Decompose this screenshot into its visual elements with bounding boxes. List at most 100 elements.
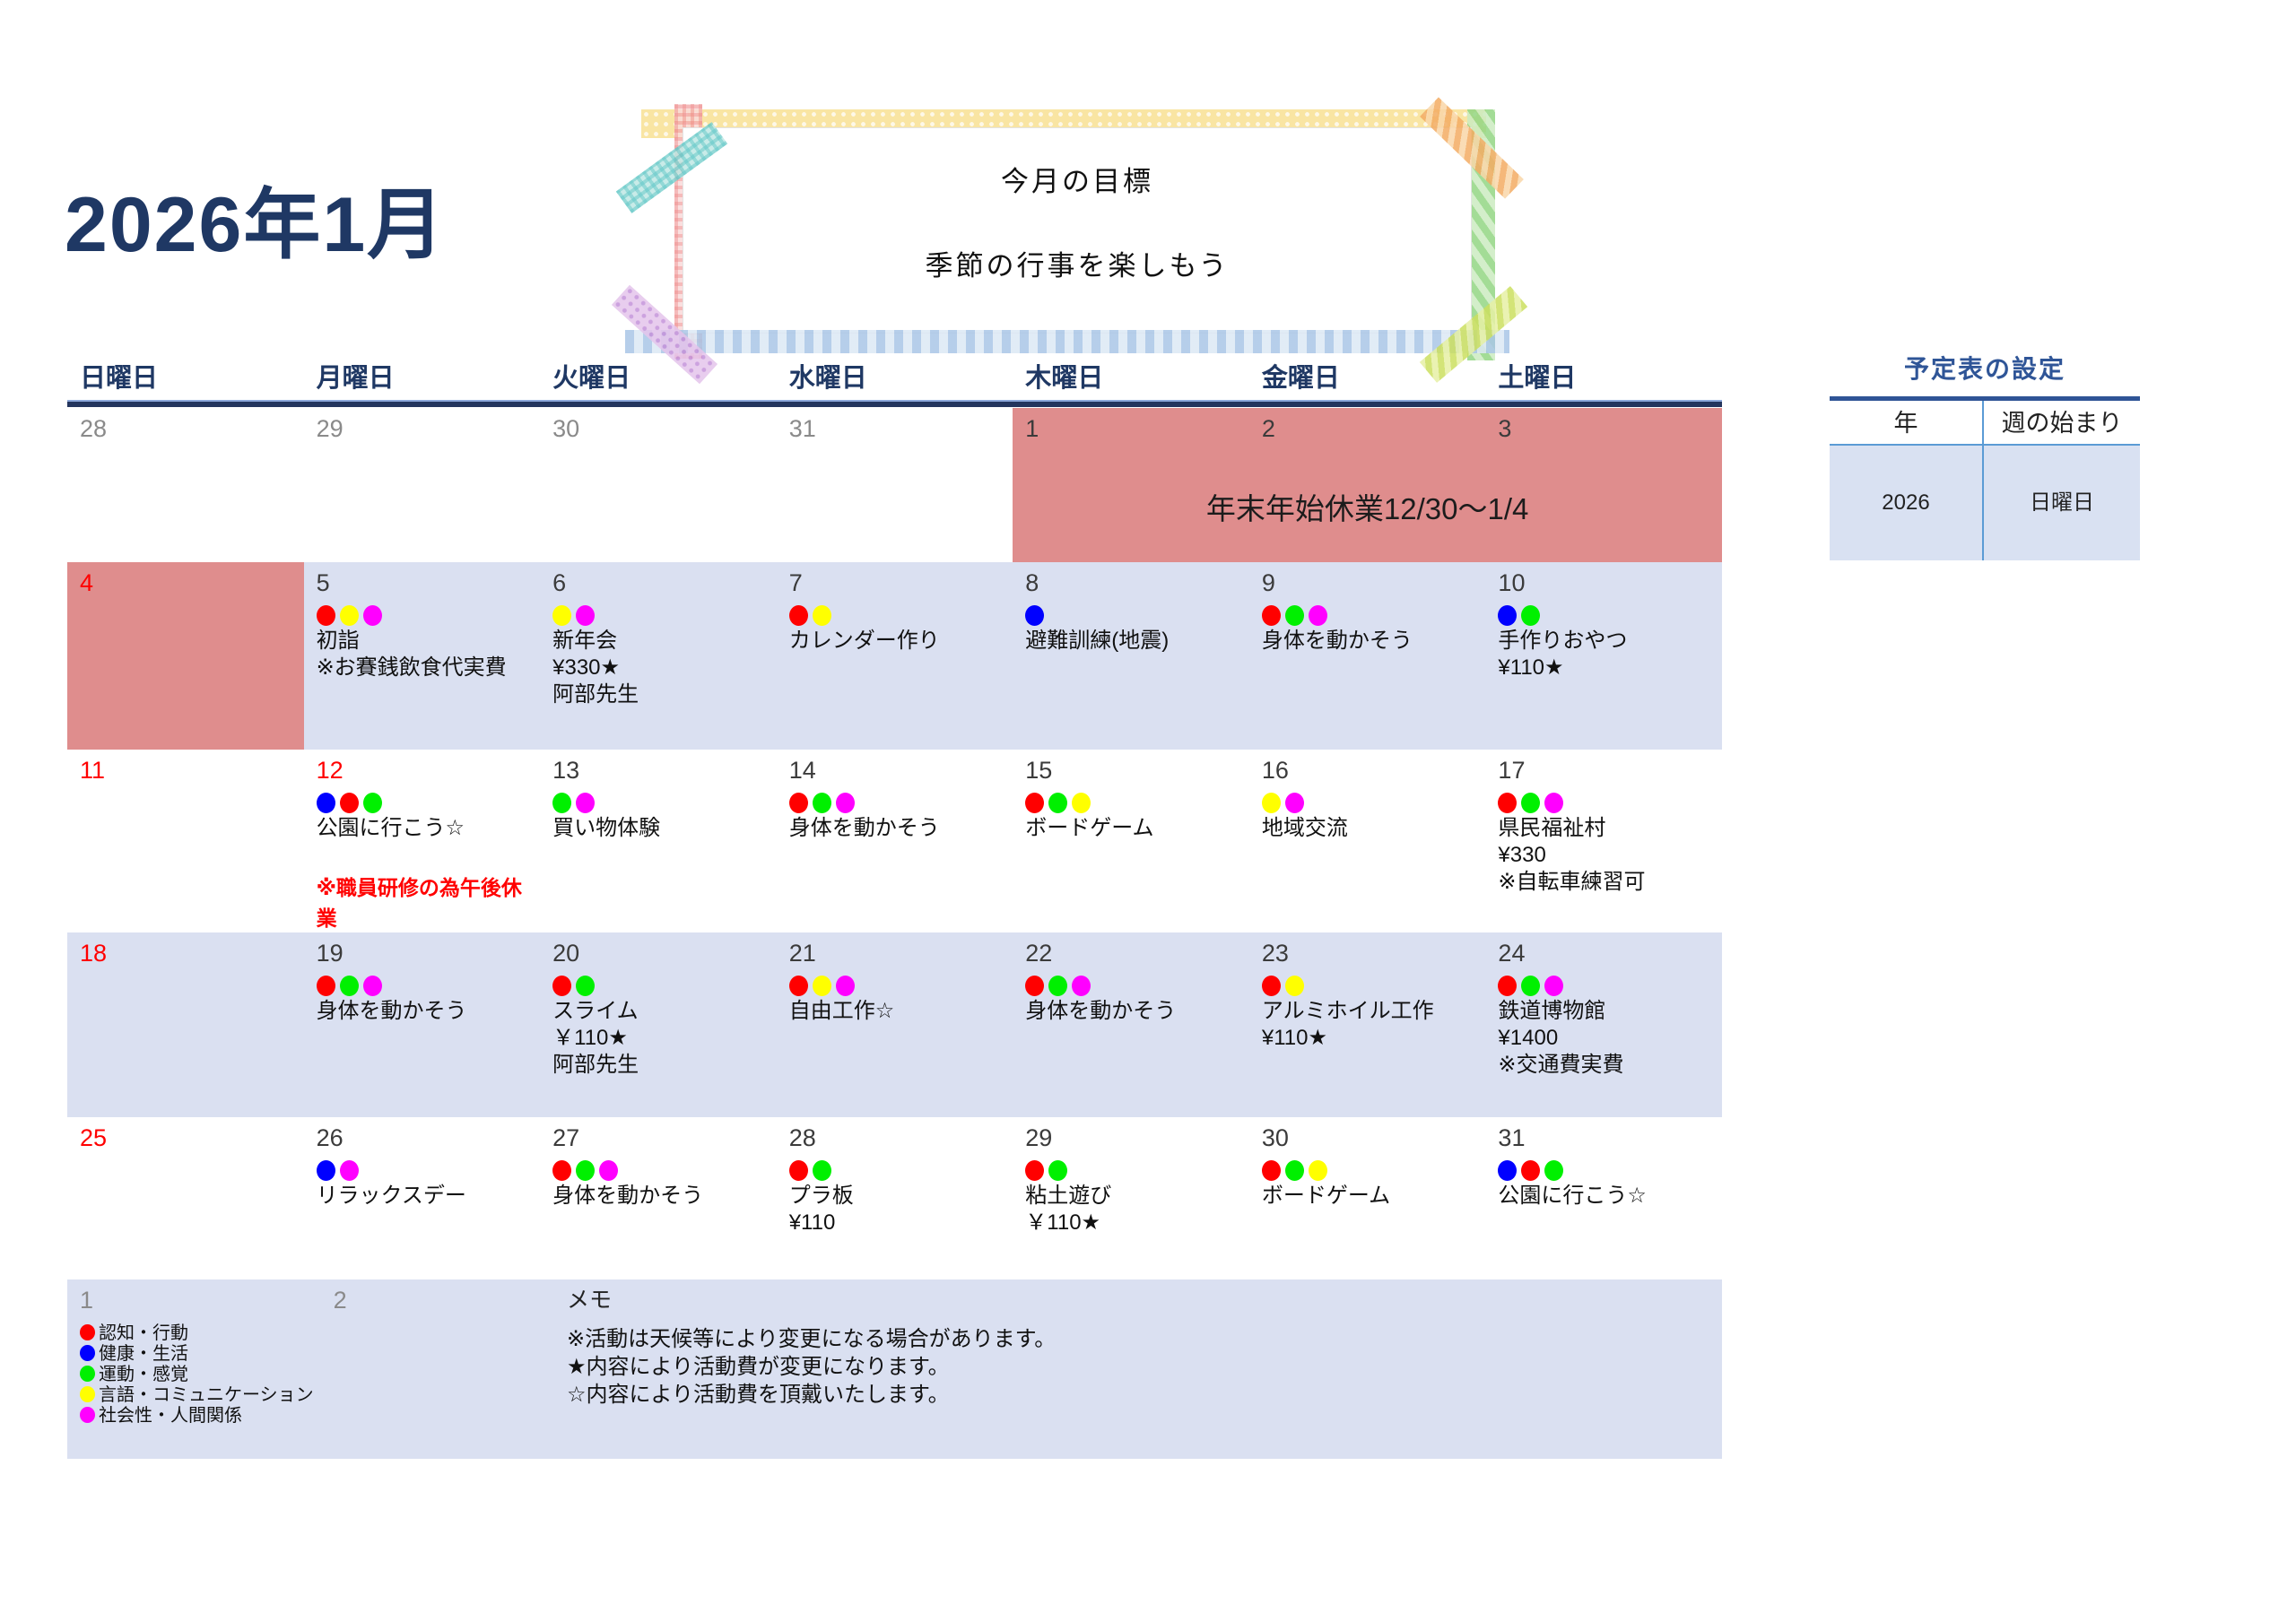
- red-dot-icon: [1025, 1160, 1045, 1181]
- date-number: 17: [1498, 757, 1526, 784]
- red-dot-icon: [1498, 793, 1518, 813]
- date-number: 4: [80, 569, 94, 596]
- date-number: 25: [80, 1124, 108, 1151]
- year-value-cell[interactable]: 2026: [1830, 446, 1984, 560]
- green-dot-icon: [1521, 976, 1541, 996]
- memo-title: メモ: [567, 1288, 613, 1313]
- yellow-dot-icon: [1072, 793, 1091, 813]
- memo-cell[interactable]: メモ ※活動は天候等により変更になる場合があります。★内容により活動費が変更にな…: [554, 1279, 1722, 1459]
- date-number: 26: [316, 1124, 344, 1151]
- category-dots: [1498, 793, 1715, 815]
- weekday-header: 月曜日: [316, 364, 395, 393]
- category-dots: [788, 1160, 1006, 1183]
- day-cell[interactable]: 30: [540, 408, 777, 562]
- event-text: 身体を動かそう: [1261, 629, 1413, 653]
- magenta-dot-icon: [1072, 976, 1091, 996]
- event-text: 避難訓練(地震): [1025, 629, 1170, 653]
- date-number: 21: [788, 940, 816, 967]
- event-text: ※お賽銭飲食代実費: [316, 655, 507, 680]
- day-cell[interactable]: 31: [777, 408, 1013, 562]
- magenta-dot-icon: [1284, 793, 1304, 813]
- yellow-dot-icon: [812, 976, 831, 996]
- yellow-dot-icon: [339, 605, 359, 626]
- day-cell[interactable]: 29: [304, 408, 541, 562]
- date-number: 11: [80, 757, 106, 784]
- red-dot-icon: [552, 976, 572, 996]
- blue-dot-icon: [316, 793, 335, 813]
- date-number: 29: [1025, 1124, 1053, 1151]
- red-dot-icon: [552, 1160, 572, 1181]
- green-dot-icon: [1048, 1160, 1068, 1181]
- category-dots: [316, 976, 534, 998]
- date-number: 31: [1498, 1124, 1526, 1151]
- date-number: 14: [788, 757, 816, 784]
- date-number: 1: [1025, 415, 1039, 442]
- day-cell[interactable]: 25: [67, 1117, 304, 1279]
- date-number: 6: [552, 569, 567, 596]
- event-text: ¥110★: [1261, 1026, 1327, 1050]
- green-dot-icon: [1048, 793, 1068, 813]
- green-dot-icon: [576, 1160, 596, 1181]
- week-start-value-cell[interactable]: 日曜日: [1984, 446, 2140, 560]
- weekday-header: 火曜日: [552, 364, 631, 393]
- yellow-dot-icon: [1261, 793, 1281, 813]
- magenta-dot-icon: [835, 793, 855, 813]
- yellow-dot-icon: [1284, 976, 1304, 996]
- day-cell[interactable]: 28: [67, 408, 304, 562]
- settings-header-row: 年 週の始まり: [1830, 401, 2140, 446]
- day-cell[interactable]: 18: [67, 932, 304, 1117]
- date-number: 5: [316, 569, 330, 596]
- red-dot-icon: [80, 1324, 95, 1340]
- magenta-dot-icon: [599, 1160, 619, 1181]
- legend-memo-row: 1 認知・行動健康・生活運動・感覚言語・コミュニケーション社会性・人間関係 2 …: [67, 1279, 1722, 1459]
- category-dots: [1025, 605, 1242, 628]
- footer-cell-1[interactable]: 1 認知・行動健康・生活運動・感覚言語・コミュニケーション社会性・人間関係: [67, 1279, 321, 1459]
- date-number: 15: [1025, 757, 1053, 784]
- magenta-dot-icon: [1308, 605, 1327, 626]
- red-dot-icon: [788, 1160, 808, 1181]
- red-dot-icon: [1521, 1160, 1541, 1181]
- weekday-header: 日曜日: [80, 364, 159, 393]
- event-text: ￥110★: [552, 1026, 628, 1050]
- weekday-header: 水曜日: [788, 364, 867, 393]
- date-number: 29: [316, 415, 344, 442]
- legend-label: 健康・生活: [99, 1344, 188, 1364]
- red-dot-icon: [1261, 1160, 1281, 1181]
- date-number: 19: [316, 940, 344, 967]
- yellow-dot-icon: [1308, 1160, 1327, 1181]
- footer-cell-2[interactable]: 2: [321, 1279, 554, 1459]
- blue-dot-icon: [80, 1345, 95, 1361]
- settings-value-row: 2026 日曜日: [1830, 446, 2140, 560]
- day-cell[interactable]: 11: [67, 750, 304, 932]
- category-dots: [1025, 1160, 1242, 1183]
- category-dots: [1261, 976, 1479, 998]
- category-dots: [552, 793, 770, 815]
- day-cell[interactable]: 4: [67, 562, 304, 750]
